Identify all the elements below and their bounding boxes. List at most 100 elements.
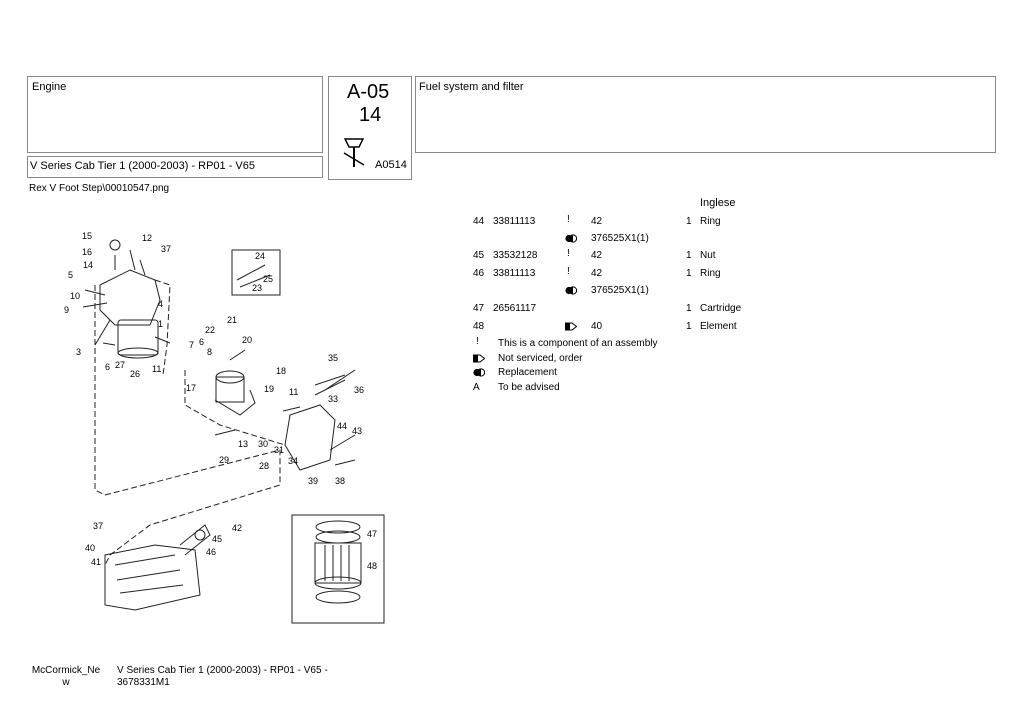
part-pos: 45	[473, 250, 485, 261]
svg-text:20: 20	[242, 335, 252, 345]
svg-text:3: 3	[76, 347, 81, 357]
svg-text:46: 46	[206, 547, 216, 557]
replacement-icon	[473, 368, 486, 377]
image-path: Rex V Foot Step\00010547.png	[29, 183, 170, 194]
svg-text:39: 39	[308, 476, 318, 486]
part-flag: !	[567, 214, 570, 225]
part-qty: 1	[686, 321, 692, 332]
part-qty: 1	[686, 303, 692, 314]
replacement-icon	[565, 234, 578, 243]
svg-text:42: 42	[232, 523, 242, 533]
svg-text:23: 23	[252, 283, 262, 293]
svg-text:28: 28	[259, 461, 269, 471]
replacement-icon	[565, 286, 578, 295]
svg-text:41: 41	[91, 557, 101, 567]
legend-symbol: A	[473, 382, 480, 393]
part-ref: 40	[591, 321, 603, 332]
svg-text:35: 35	[328, 353, 338, 363]
footer-model-line1: V Series Cab Tier 1 (2000-2003) - RP01 -…	[117, 665, 328, 676]
svg-text:26: 26	[130, 369, 140, 379]
svg-text:36: 36	[354, 385, 364, 395]
model-box: V Series Cab Tier 1 (2000-2003) - RP01 -…	[27, 156, 323, 178]
language-label: Inglese	[700, 197, 736, 209]
part-flag: !	[567, 248, 570, 259]
svg-text:12: 12	[142, 233, 152, 243]
part-number: 33811113	[493, 268, 536, 279]
svg-text:11: 11	[152, 364, 161, 374]
part-desc: Element	[700, 321, 737, 332]
svg-text:7: 7	[189, 340, 194, 350]
part-qty: 1	[686, 216, 692, 227]
part-ref: 42	[591, 268, 603, 279]
svg-text:6: 6	[199, 337, 204, 347]
svg-text:6: 6	[105, 362, 110, 372]
part-desc: Ring	[700, 268, 721, 279]
part-desc: Ring	[700, 216, 721, 227]
part-ref: 42	[591, 250, 603, 261]
part-pos: 47	[473, 303, 485, 314]
svg-text:22: 22	[205, 325, 215, 335]
legend-text: Not serviced, order	[498, 353, 583, 364]
footer-brand-text: McCormick_Ne w	[31, 665, 101, 688]
svg-text:31: 31	[274, 445, 284, 455]
not-serviced-icon	[565, 322, 578, 331]
svg-text:5: 5	[68, 270, 73, 280]
section-box: Fuel system and filter	[415, 76, 996, 153]
legend-text: Replacement	[498, 367, 557, 378]
svg-text:44: 44	[337, 421, 347, 431]
svg-text:25: 25	[263, 274, 273, 284]
model-title: V Series Cab Tier 1 (2000-2003) - RP01 -…	[30, 160, 256, 172]
svg-text:45: 45	[212, 534, 222, 544]
part-pos: 46	[473, 268, 485, 279]
fuel-filter-icon	[343, 138, 365, 167]
svg-text:34: 34	[288, 456, 298, 466]
part-qty: 1	[686, 250, 692, 261]
svg-text:47: 47	[367, 529, 377, 539]
svg-text:29: 29	[219, 455, 229, 465]
code-ref: A0514	[375, 159, 407, 171]
code-num: 14	[359, 104, 382, 126]
footer-model: V Series Cab Tier 1 (2000-2003) - RP01 -…	[117, 665, 328, 689]
svg-text:43: 43	[352, 426, 362, 436]
part-pos: 44	[473, 216, 485, 227]
svg-text:33: 33	[328, 394, 338, 404]
part-pos: 48	[473, 321, 485, 332]
svg-text:30: 30	[258, 439, 268, 449]
svg-text:10: 10	[70, 291, 80, 301]
svg-text:19: 19	[264, 384, 274, 394]
footer-model-line2: 3678331M1	[117, 677, 170, 688]
legend-text: This is a component of an assembly	[498, 338, 658, 349]
svg-text:40: 40	[85, 543, 95, 553]
svg-text:21: 21	[227, 315, 237, 325]
part-number: 26561117	[493, 303, 537, 314]
part-desc: Cartridge	[700, 303, 742, 314]
part-number: 33532128	[493, 250, 538, 261]
svg-text:16: 16	[82, 247, 92, 257]
part-ref: 376525X1(1)	[591, 285, 649, 296]
footer-brand: McCormick_Ne w	[30, 665, 102, 689]
svg-text:1: 1	[158, 319, 163, 329]
svg-text:27: 27	[115, 360, 125, 370]
part-qty: 1	[686, 268, 692, 279]
svg-text:48: 48	[367, 561, 377, 571]
legend-symbol: !	[476, 336, 479, 347]
svg-text:8: 8	[207, 347, 212, 357]
part-number: 33811113	[493, 216, 536, 227]
svg-text:37: 37	[161, 244, 171, 254]
part-flag: !	[567, 266, 570, 277]
svg-text:13: 13	[238, 439, 248, 449]
group-title: Engine	[32, 81, 67, 93]
svg-text:4: 4	[158, 299, 163, 309]
svg-text:15: 15	[82, 231, 92, 241]
svg-text:17: 17	[186, 383, 196, 393]
group-box: Engine	[27, 76, 323, 153]
svg-text:38: 38	[335, 476, 345, 486]
part-ref: 42	[591, 216, 603, 227]
legend-text: To be advised	[498, 382, 560, 393]
svg-text:11: 11	[289, 387, 298, 397]
svg-text:18: 18	[276, 366, 286, 376]
part-ref: 376525X1(1)	[591, 233, 649, 244]
not-serviced-icon	[473, 354, 486, 363]
svg-text:14: 14	[83, 260, 93, 270]
